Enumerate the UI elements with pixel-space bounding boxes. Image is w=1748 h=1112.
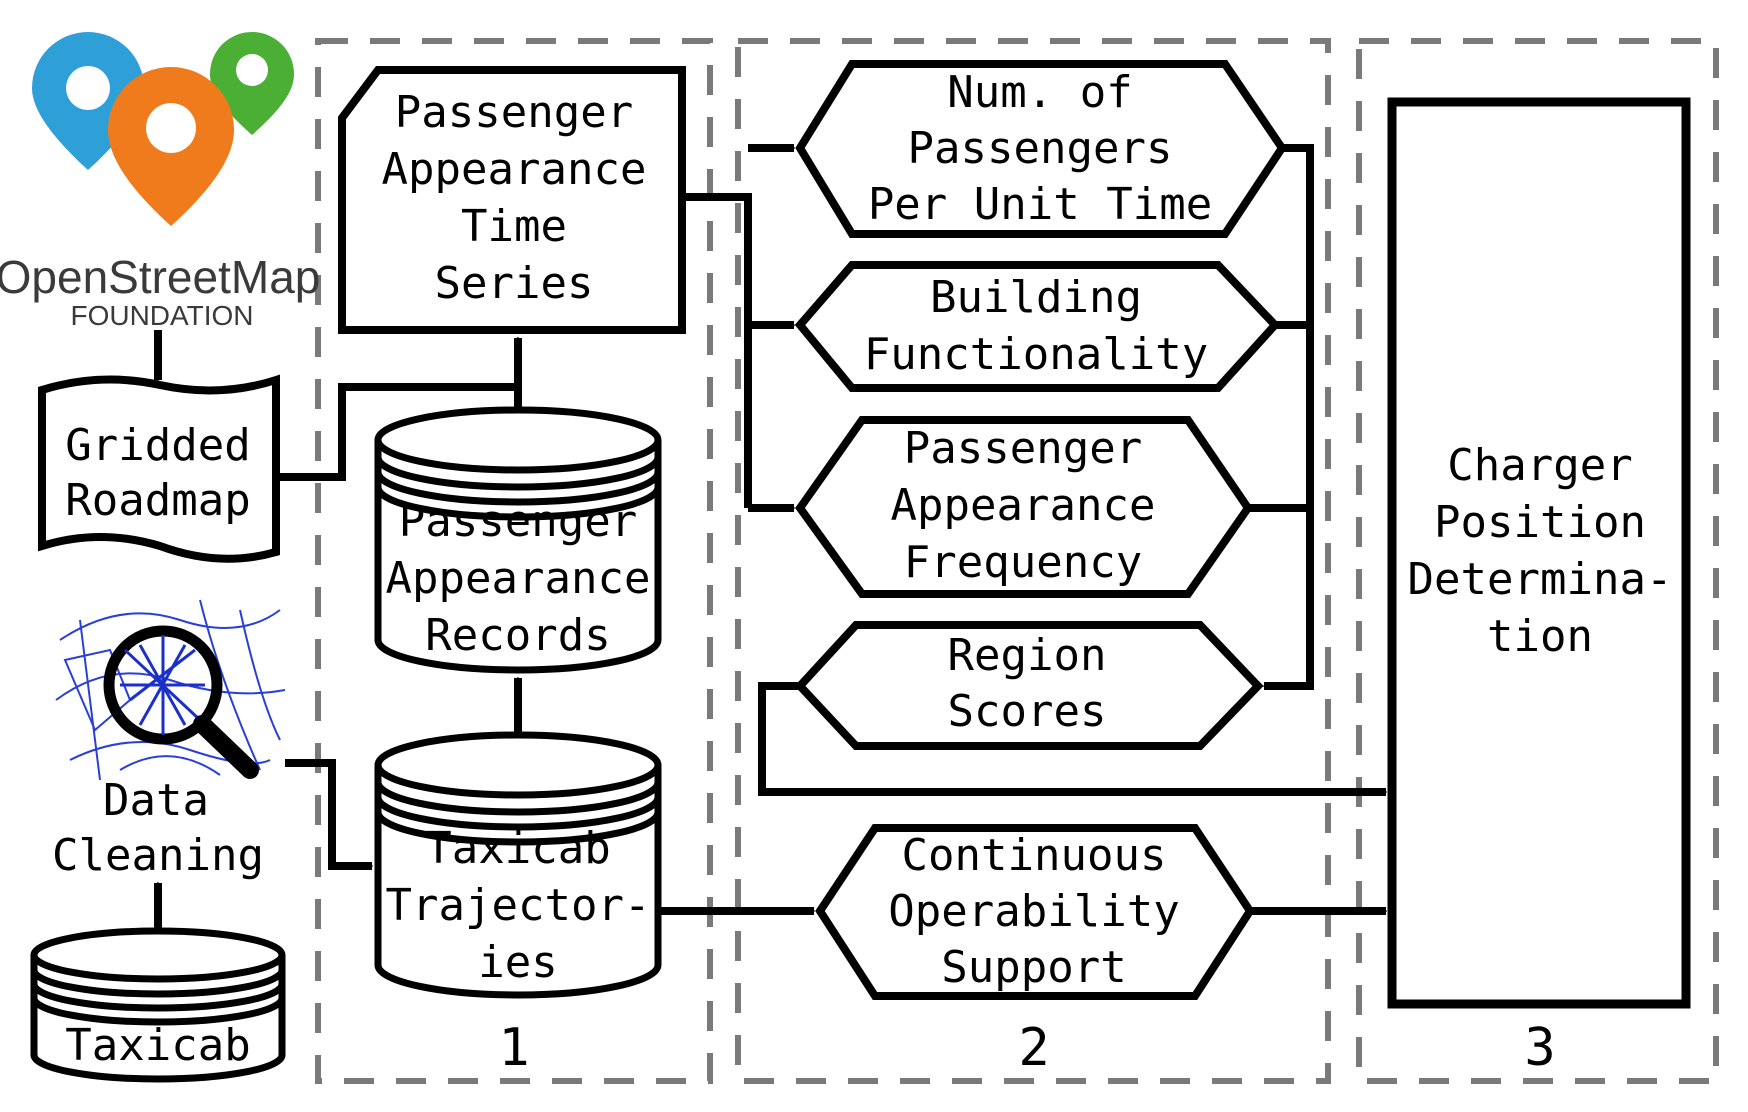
stage2-container [735,38,1331,1084]
taxicab-db-node [30,927,286,1083]
region-label-2: Scores [948,686,1107,737]
trajectories-label-1: Taxicab [425,823,610,874]
magnifier-handle [193,715,259,779]
map-pin-orange-icon [108,67,234,226]
charger-label-4: tion [1487,611,1593,662]
frequency-label-2: Appearance [891,480,1156,531]
data-cleaning-label-2: Cleaning [52,830,264,881]
stage-number-2: 2 [1018,1018,1049,1078]
region-scores-node: Region Scores [794,621,1264,750]
continuous-label-1: Continuous [902,830,1167,881]
stage3-container [1356,38,1719,1084]
continuous-operability-node: Continuous Operability Support [815,824,1255,1000]
trajectories-label-2: Trajector- [386,880,651,931]
gridded-roadmap-node: Gridded Roadmap [38,374,280,563]
arrow-timeseries-branch [682,193,752,508]
records-db-node: Passenger Appearance Records [374,406,662,674]
magnifier-icon [103,625,223,745]
data-cleaning-label-1: Data [103,775,209,826]
charger-position-node: Charger Position Determina- tion [1387,97,1691,1009]
num-passengers-label-3: Per Unit Time [868,179,1212,230]
osm-logo-subtitle: FOUNDATION [70,300,253,331]
frequency-label-3: Frequency [904,537,1142,588]
building-label-2: Functionality [864,329,1208,380]
stage1-container [315,38,713,1084]
charger-label-1: Charger [1447,440,1632,491]
time-series-label-3: Time [461,201,567,252]
map-pin-green-icon [210,32,294,135]
arrow-cleaning-to-trajectories [285,759,372,870]
charger-label-3: Determina- [1408,554,1673,605]
charger-label-2: Position [1434,497,1646,548]
trajectories-db-node: Taxicab Trajector- ies [374,731,662,999]
num-passengers-label-2: Passengers [908,123,1173,174]
taxicab-db-label: Taxicab [65,1020,250,1071]
records-label-3: Records [425,610,610,661]
osm-logo: OpenStreetMap FOUNDATION [0,32,320,331]
building-label-1: Building [930,272,1142,323]
time-series-label-1: Passenger [395,87,633,138]
building-functionality-node: Building Functionality [794,261,1281,392]
records-label-2: Appearance [386,553,651,604]
frequency-label-1: Passenger [904,423,1142,474]
appearance-frequency-node: Passenger Appearance Frequency [795,416,1253,598]
time-series-label-4: Series [435,258,594,309]
arrow-region-to-charger [758,682,1386,796]
stage-number-3: 3 [1524,1018,1555,1078]
num-passengers-node: Num. of Passengers Per Unit Time [795,60,1287,238]
continuous-label-3: Support [941,942,1126,993]
gridded-roadmap-label-2: Roadmap [65,475,250,526]
stage-number-1: 1 [498,1018,529,1078]
region-label-1: Region [948,630,1107,681]
arrow-features-merge [1264,144,1314,690]
num-passengers-label-1: Num. of [947,67,1132,118]
gridded-roadmap-label-1: Gridded [65,420,250,471]
data-cleaning-node: Data Cleaning [52,599,286,881]
time-series-label-2: Appearance [382,144,647,195]
continuous-label-2: Operability [888,886,1179,937]
time-series-node: Passenger Appearance Time Series [338,66,686,334]
records-label-1: Passenger [399,496,637,547]
osm-logo-name: OpenStreetMap [0,251,320,303]
trajectories-label-3: ies [478,937,557,988]
